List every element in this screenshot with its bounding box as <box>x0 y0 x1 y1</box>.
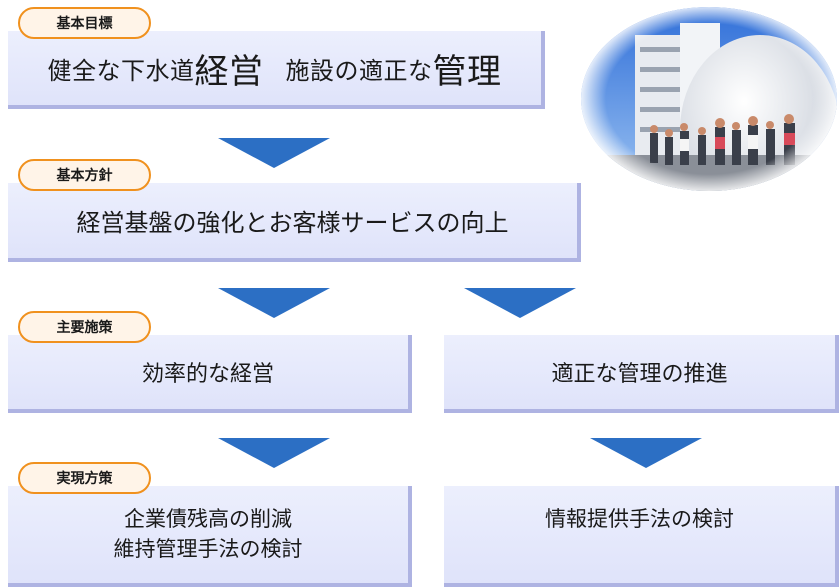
policy-text: 経営基盤の強化とお客様サービスの向上 <box>76 209 509 237</box>
measure-right-text: 適正な管理の推進 <box>551 362 728 387</box>
arrow-down-2-left <box>218 288 330 318</box>
measure-efficient-management-box: 効率的な経営 <box>8 335 412 413</box>
measure-proper-management-box: 適正な管理の推進 <box>444 335 839 413</box>
implementation-right-text: 情報提供手法の検討 <box>545 507 734 531</box>
arrow-down-2-right <box>464 288 576 318</box>
arrow-down-3-left <box>218 438 330 468</box>
tag-basic-goal-label: 基本目標 <box>56 16 113 32</box>
implementation-right-box: 情報提供手法の検討 <box>444 486 839 587</box>
basic-policy-box: 経営基盤の強化とお客様サービスの向上 <box>8 183 581 262</box>
facility-photo <box>581 7 837 191</box>
goal-text-a: 健全な下水道 <box>47 56 195 85</box>
arrow-down-1 <box>218 138 330 168</box>
measure-left-text: 効率的な経営 <box>141 362 274 387</box>
goal-text-d: 管理 <box>432 51 502 92</box>
tag-implementation-label: 実現方策 <box>56 471 113 487</box>
implementation-left-box: 企業債残高の削減 維持管理手法の検討 <box>8 486 412 587</box>
tag-main-measures: 主要施策 <box>18 311 151 343</box>
tag-basic-policy: 基本方針 <box>18 159 151 191</box>
tag-basic-policy-label: 基本方針 <box>56 168 113 184</box>
implementation-left-line1: 企業債残高の削減 <box>124 507 292 531</box>
tag-basic-goal: 基本目標 <box>18 7 151 39</box>
goal-text-c: 施設の適正な <box>285 56 433 85</box>
tag-main-measures-label: 主要施策 <box>56 320 113 336</box>
implementation-left-line2: 維持管理手法の検討 <box>113 537 303 561</box>
basic-goal-box: 健全な下水道経営施設の適正な管理 <box>8 31 545 109</box>
arrow-down-3-right <box>590 438 702 468</box>
goal-text-b: 経営 <box>194 51 264 92</box>
tag-implementation: 実現方策 <box>18 462 151 494</box>
